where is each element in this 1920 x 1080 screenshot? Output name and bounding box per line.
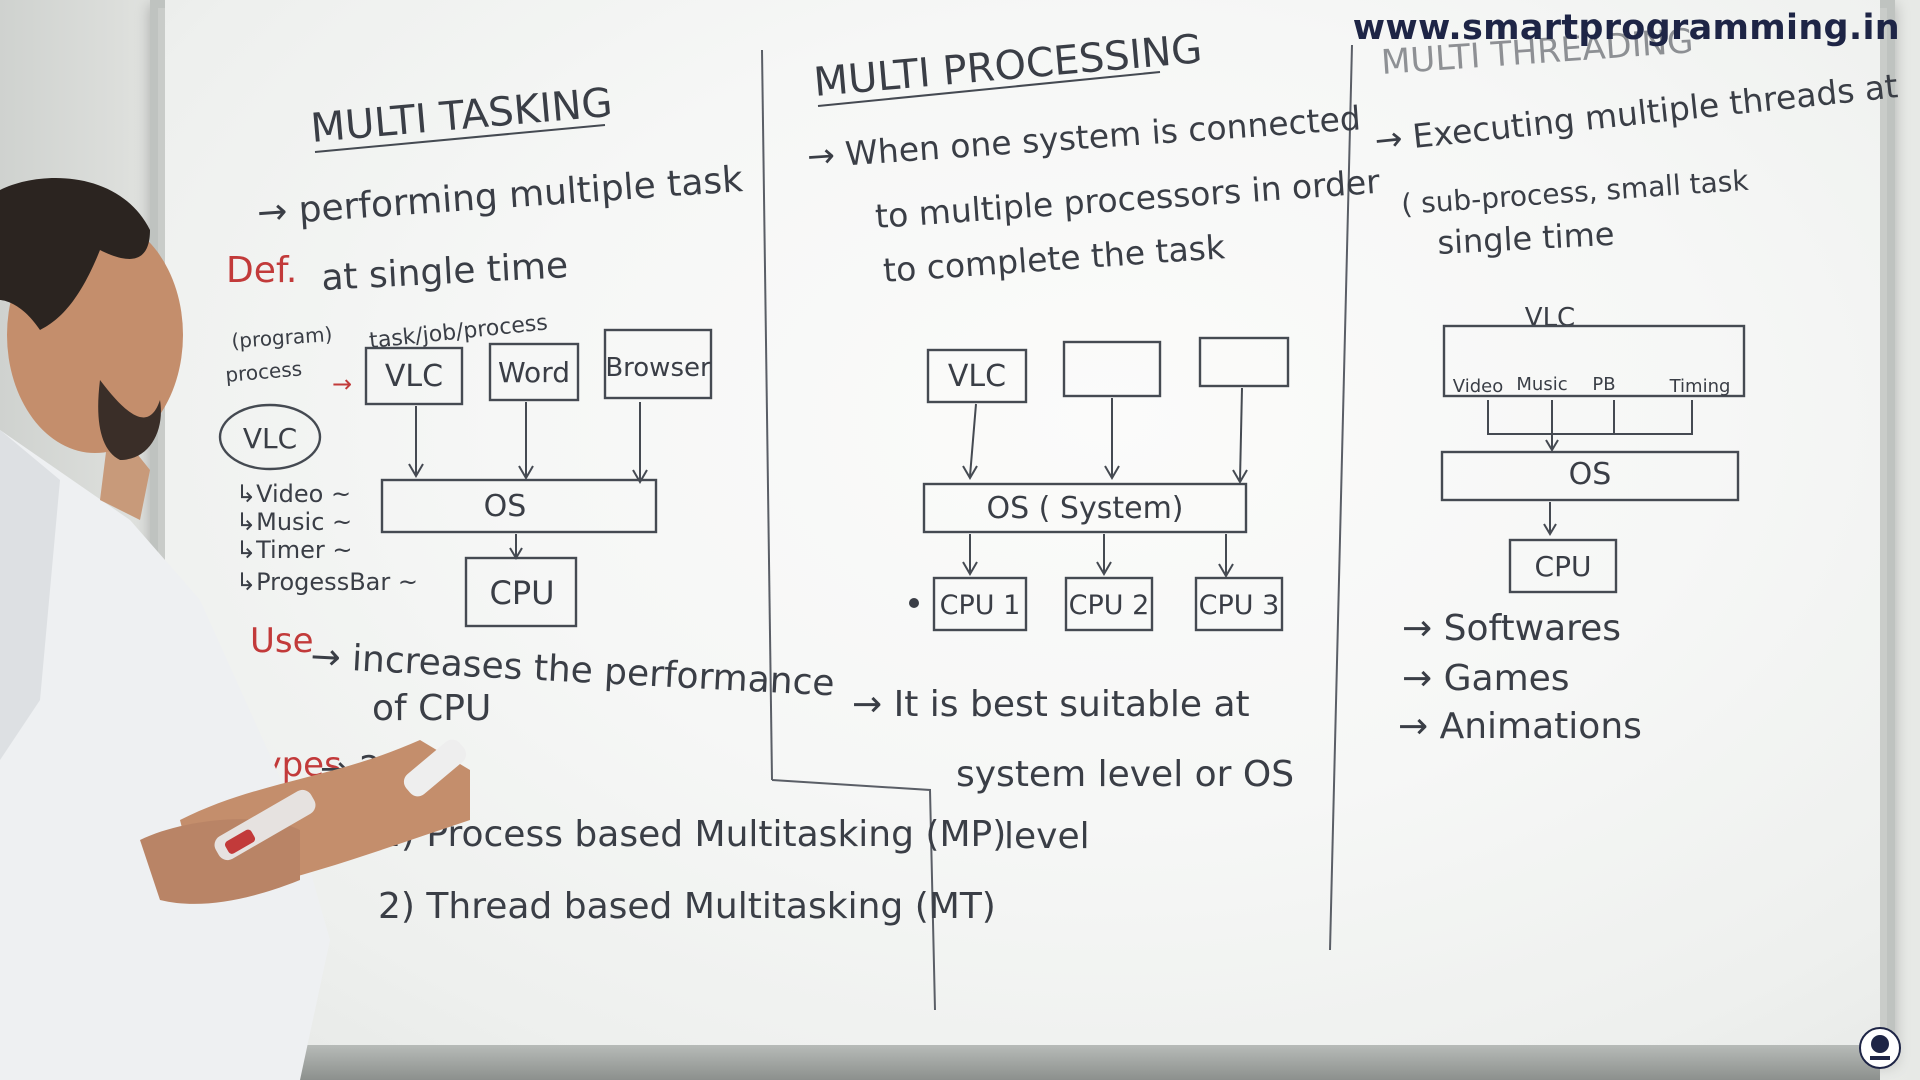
- thread-label-3: PB: [1592, 374, 1615, 395]
- smart-programming-logo-icon: [1859, 1027, 1901, 1069]
- app-label: VLC: [1525, 303, 1575, 333]
- process-arrow-icon: →: [332, 370, 352, 398]
- definition-line-2: to multiple processors in order: [874, 162, 1382, 236]
- note-line-3: level: [1004, 816, 1090, 857]
- cpu-box-3: [1194, 576, 1284, 632]
- arrow-app3-os-head: [632, 469, 648, 484]
- use-item-3: → Animations: [1398, 706, 1642, 747]
- note-line-2: system level or OS: [956, 754, 1294, 795]
- program-circle-label: VLC: [243, 422, 297, 455]
- arrow-os-cpu-head: [1543, 523, 1557, 536]
- use-item-2: → Games: [1402, 658, 1570, 699]
- presenter-shirt: [0, 430, 330, 1080]
- arrow-app1-os-head: [408, 463, 424, 478]
- title-underline: [817, 71, 1161, 107]
- title-underline: [314, 124, 606, 153]
- bullet-dot: [909, 598, 919, 608]
- thread-merge-lines: [1487, 400, 1693, 435]
- definition-line-2: ( sub-process, small task: [1400, 164, 1750, 221]
- thread-label-2: Music: [1516, 374, 1567, 395]
- use-text-line-2: of CPU: [372, 688, 491, 729]
- app-box-2: [488, 342, 580, 402]
- column-divider-right: [1329, 44, 1353, 951]
- definition-line-3: to complete the task: [882, 227, 1227, 290]
- cpu-box: [1508, 538, 1618, 594]
- types-item-1: 1) Process based Multitasking (MP): [378, 814, 1006, 855]
- arrow-app1-os: [969, 403, 977, 477]
- cpu-label: CPU: [489, 574, 554, 612]
- column-divider-left-tail: [771, 779, 936, 1011]
- whiteboard-marker-tray: [180, 1045, 1880, 1080]
- definition-line-1: → When one system is connected: [806, 98, 1362, 176]
- thread-label-4: Timing: [1669, 376, 1731, 397]
- program-sub-item-3: ↳Timer ~: [236, 536, 352, 564]
- cpu-box-2: [1064, 576, 1154, 632]
- cpu-label: CPU: [1535, 550, 1592, 583]
- program-circle: [218, 403, 322, 471]
- arrow-app2-os-head: [518, 465, 534, 480]
- thread-label-1: Video: [1453, 376, 1503, 397]
- app-box-2: [1062, 340, 1162, 398]
- column-divider-left: [761, 49, 773, 781]
- section-multiprocessing: MULTI PROCESSING → When one system is co…: [806, 26, 1382, 857]
- arrow-app3-os-head: [1232, 469, 1248, 484]
- app-label-1: VLC: [385, 359, 443, 394]
- program-sub-item-2: ↳Music ~: [236, 508, 352, 536]
- program-sub-item-1: ↳Video ~: [236, 480, 351, 508]
- app-label-1: VLC: [948, 359, 1006, 394]
- app-label-3: Browser: [605, 353, 711, 383]
- presenter: [0, 178, 470, 1080]
- program-sub-item-4: ↳ProgessBar ~: [236, 568, 418, 596]
- os-box: [1440, 450, 1740, 502]
- app-box: [1442, 324, 1746, 398]
- arrow-app-os-head: [1545, 439, 1559, 452]
- site-url-watermark: www.smartprogramming.in: [1352, 8, 1900, 48]
- definition-line-3: single time: [1436, 215, 1615, 262]
- cpu-label-2: CPU 2: [1069, 590, 1150, 621]
- use-label: Use: [250, 621, 314, 661]
- os-label: OS: [1569, 457, 1612, 492]
- app-box-1: [926, 348, 1028, 404]
- definition-line-1: → Executing multiple threads at: [1373, 66, 1900, 160]
- note-line-1: → It is best suitable at: [852, 684, 1250, 725]
- os-label: OS ( System): [986, 491, 1183, 526]
- arrow-os-cpu2-head: [1096, 561, 1112, 576]
- app-box-3: [1198, 336, 1290, 388]
- arrow-os-cpu1-head: [962, 561, 978, 576]
- multiprocessing-title: MULTI PROCESSING: [812, 26, 1204, 106]
- os-label: OS: [484, 489, 527, 524]
- arrow-app3-os: [1239, 387, 1243, 481]
- section-multithreading: MULTI THREADING → Executing multiple thr…: [1373, 21, 1900, 747]
- presenter-beard: [98, 380, 161, 460]
- arrow-os-cpu3-head: [1218, 563, 1234, 578]
- types-item-2: 2) Thread based Multitasking (MT): [378, 886, 996, 927]
- arrow-app2-os-head: [1104, 465, 1120, 480]
- presenter-hair: [0, 178, 150, 330]
- use-item-1: → Softwares: [1402, 608, 1621, 649]
- cpu-box: [464, 556, 578, 628]
- app-box-3: [603, 328, 713, 400]
- cpu-box-1: [932, 576, 1028, 632]
- cpu-label-1: CPU 1: [940, 590, 1021, 621]
- os-box: [922, 482, 1248, 534]
- os-box: [380, 478, 658, 534]
- cpu-label-3: CPU 3: [1199, 590, 1280, 621]
- app-label-2: Word: [498, 356, 570, 389]
- whiteboard: [165, 0, 1880, 1045]
- arrow-app1-os-head: [962, 465, 978, 480]
- definition-label: Def.: [226, 250, 297, 291]
- presenter-shirt-shadow: [0, 430, 60, 760]
- marker-pen-cap: [224, 829, 256, 854]
- marker-pen-2: [403, 739, 467, 797]
- app-box-1: [364, 346, 464, 406]
